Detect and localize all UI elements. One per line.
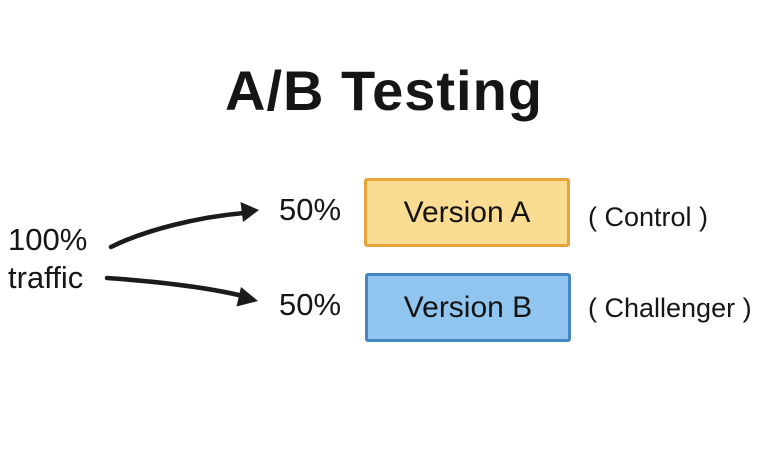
- branch-b-percent: 50%: [279, 287, 342, 322]
- version-a-role-label: ( Control ): [588, 202, 709, 232]
- version-b-role-label: ( Challenger ): [588, 293, 752, 323]
- arrow-to-version-a-head: [240, 202, 259, 222]
- traffic-source-line1: 100%: [8, 222, 88, 257]
- arrow-to-version-b-head: [236, 287, 258, 307]
- branch-a-percent: 50%: [279, 192, 342, 227]
- version-b-box: Version B: [365, 273, 571, 342]
- version-b-box-label: Version B: [403, 290, 533, 324]
- arrow-to-version-a: [108, 210, 247, 250]
- page-title: A/B Testing: [225, 59, 543, 122]
- traffic-source-label: 100% traffic: [8, 221, 87, 297]
- version-a-box-label: Version A: [403, 195, 531, 229]
- arrow-to-version-b: [104, 275, 246, 299]
- traffic-source-line2: traffic: [8, 260, 84, 295]
- version-a-box: Version A: [364, 178, 570, 247]
